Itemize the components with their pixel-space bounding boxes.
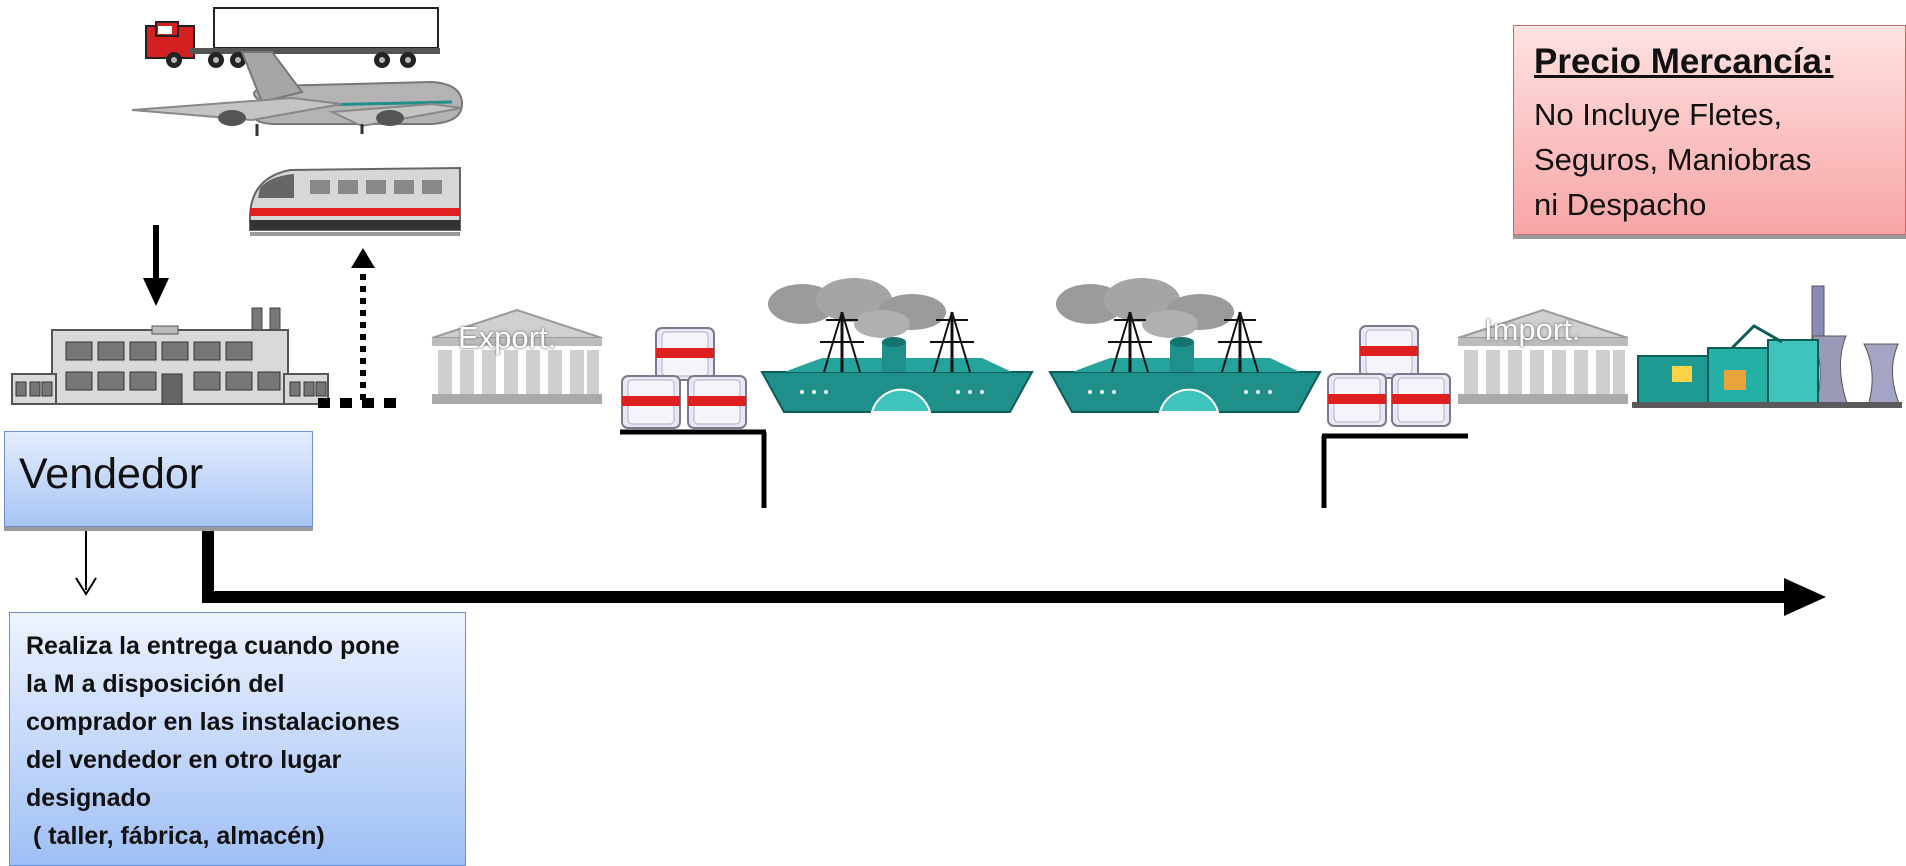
containers-icon	[1327, 325, 1451, 427]
note-line: del vendedor en otro lugar	[26, 746, 342, 774]
note-line: la M a disposición del	[26, 670, 285, 698]
seller-box: Vendedor	[4, 431, 313, 527]
thin-arrow-down-icon	[75, 522, 97, 596]
note-line: comprador en las instalaciones	[26, 708, 400, 736]
containers-icon	[621, 327, 747, 429]
delivery-note-box: Realiza la entrega cuando pone la M a di…	[9, 612, 466, 866]
price-info-box: Precio Mercancía: No Incluye Fletes, Seg…	[1513, 25, 1906, 235]
import-label: Import.	[1484, 312, 1581, 347]
factory-icon	[11, 307, 329, 405]
ship-icon	[760, 278, 1034, 414]
price-title: Precio Mercancía:	[1534, 42, 1834, 81]
ship-icon	[1048, 278, 1322, 414]
dotted-arrow-up-icon	[318, 248, 402, 408]
delivery-arrow	[202, 522, 1826, 616]
train-icon	[249, 166, 461, 236]
export-label: Export.	[458, 320, 557, 355]
price-line: No Incluye Fletes,	[1534, 97, 1783, 132]
note-line: designado	[26, 784, 152, 812]
price-line: Seguros, Maniobras	[1534, 142, 1812, 177]
note-line: ( taller, fábrica, almacén)	[26, 822, 325, 850]
industrial-plant-icon	[1632, 285, 1902, 408]
import-bracket-line	[1321, 433, 1468, 508]
price-line: ni Despacho	[1534, 187, 1707, 222]
export-bracket-line	[620, 429, 767, 508]
airplane-icon	[131, 51, 464, 136]
truck-icon	[145, 7, 440, 68]
seller-label: Vendedor	[19, 450, 204, 498]
arrow-down-icon	[143, 225, 169, 306]
note-line: Realiza la entrega cuando pone	[26, 632, 400, 660]
